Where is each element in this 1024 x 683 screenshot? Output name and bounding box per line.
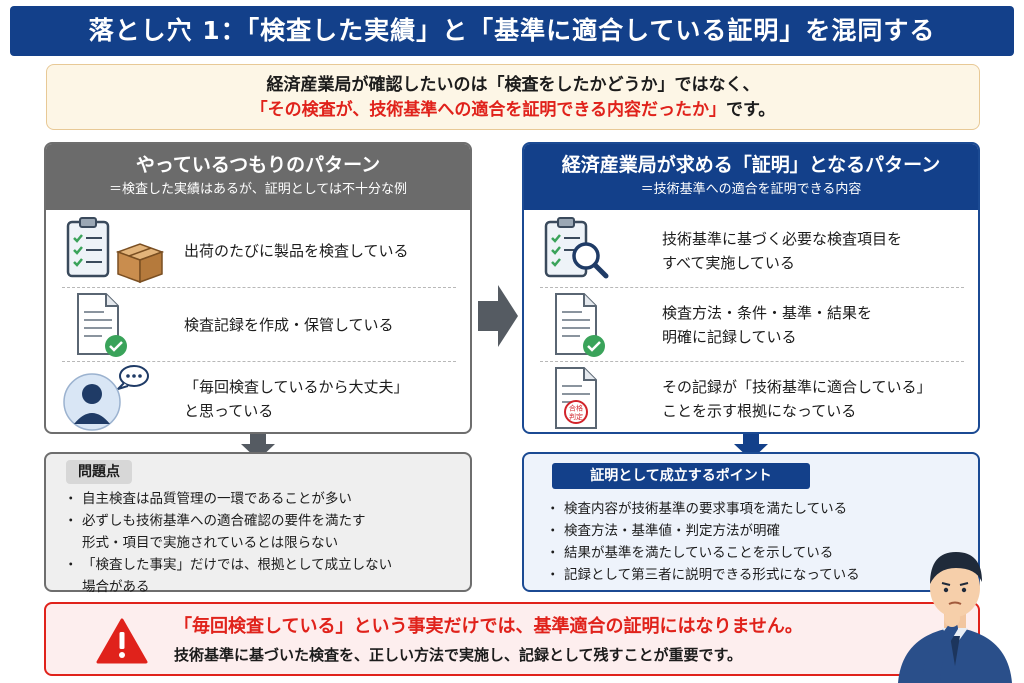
right-item-icons	[540, 290, 650, 360]
list-item: 場合がある	[82, 579, 150, 595]
clipboard-magnifier-icon	[544, 216, 609, 278]
left-item-text: 「毎回検査しているから大丈夫」 と思っている	[172, 375, 409, 423]
warning-headline: 「毎回検査している」という事実だけでは、基準適合の証明にはなりません。	[174, 616, 803, 637]
proof-points-list: 検査内容が技術基準の要求事項を満たしている 検査方法・基準値・判定方法が明確 結…	[546, 498, 860, 586]
left-item-overconfidence: 「毎回検査しているから大丈夫」 と思っている	[62, 362, 456, 432]
right-item-icons	[540, 216, 650, 286]
left-item-icons	[62, 216, 172, 286]
proof-points-label: 証明として成立するポイント	[552, 463, 810, 489]
left-pattern-panel: やっているつもりのパターン ＝検査した実績はあるが、証明としては不十分な例	[44, 142, 472, 434]
right-item-text: その記録が「技術基準に適合している」 ことを示す根拠になっている	[650, 375, 932, 423]
warning-box: 「毎回検査している」という事実だけでは、基準適合の証明にはなりません。 技術基準…	[44, 602, 980, 676]
list-item: 自主検査は品質管理の一環であることが多い	[64, 488, 392, 510]
right-item-all-items: 技術基準に基づく必要な検査項目を すべて実施している	[540, 214, 964, 288]
right-item-text-line1: 技術基準に基づく必要な検査項目を	[662, 229, 903, 248]
list-item: 「検査した事実」だけでは、根拠として成立しない	[64, 554, 392, 576]
down-arrow-icon	[241, 434, 275, 460]
page-title: 落とし穴 1：「検査した実績」と「基準に適合している証明」を混同する	[10, 6, 1014, 56]
right-item-text-line2: ことを示す根拠になっている	[662, 402, 857, 420]
intro-line2-tail: です。	[726, 100, 776, 120]
right-pattern-panel: 経済産業局が求める「証明」となるパターン ＝技術基準への適合を証明できる内容	[522, 142, 980, 434]
left-item-text-line2: と思っている	[184, 402, 274, 420]
list-item: 結果が基準を満たしていることを示している	[546, 542, 860, 564]
right-item-icons: 合格 判定	[540, 364, 650, 432]
list-item: 形式・項目で実施されているとは限らない	[82, 535, 339, 551]
warning-triangle-icon	[96, 618, 148, 664]
right-item-text-line1: その記録が「技術基準に適合している」	[662, 378, 932, 396]
down-arrow-icon	[734, 434, 768, 460]
right-panel-title: 経済産業局が求める「証明」となるパターン	[561, 154, 941, 176]
person-thinking-speech-icon	[63, 365, 149, 431]
left-item-icons	[62, 290, 172, 360]
warning-detail: 技術基準に基づいた検査を、正しい方法で実施し、記録として残すことが重要です。	[174, 646, 743, 664]
list-item: 記録として第三者に説明できる形式になっている	[546, 564, 860, 586]
right-item-text-line1: 検査方法・条件・基準・結果を	[662, 303, 873, 322]
right-panel-header: 経済産業局が求める「証明」となるパターン ＝技術基準への適合を証明できる内容	[524, 144, 978, 210]
document-check-icon	[77, 292, 127, 357]
stamp-text-2: 判定	[569, 412, 583, 421]
document-check-icon	[555, 292, 605, 357]
problems-label: 問題点	[66, 460, 132, 484]
right-item-text: 検査方法・条件・基準・結果を 明確に記録している	[650, 301, 872, 349]
left-item-text: 検査記録を作成・保管している	[184, 315, 394, 334]
left-item-icons	[62, 364, 172, 432]
left-panel-subtitle: ＝検査した実績はあるが、証明としては不十分な例	[108, 182, 408, 197]
list-item: 必ずしも技術基準への適合確認の要件を満たす	[64, 510, 392, 532]
problems-list: 自主検査は品質管理の一環であることが多い 必ずしも技術基準への適合確認の要件を満…	[64, 488, 392, 598]
left-item-text: 出荷のたびに製品を検査している	[184, 241, 409, 260]
list-item: 検査方法・基準値・判定方法が明確	[546, 520, 860, 542]
right-item-text-line2: すべて実施している	[662, 253, 795, 272]
right-panel-subtitle: ＝技術基準への適合を証明できる内容	[640, 182, 862, 197]
left-item-shipping-inspection: 出荷のたびに製品を検査している	[62, 214, 456, 288]
left-panel-title: やっているつもりのパターン	[135, 154, 381, 176]
list-item: 検査内容が技術基準の要求事項を満たしている	[546, 498, 860, 520]
left-item-text-line1: 「毎回検査しているから大丈夫」	[184, 378, 409, 396]
problems-box: 問題点 自主検査は品質管理の一環であることが多い 必ずしも技術基準への適合確認の…	[44, 452, 472, 595]
right-item-text-line2: 明確に記録している	[662, 327, 797, 346]
proof-points-box: 証明として成立するポイント 検査内容が技術基準の要求事項を満たしている 検査方法…	[522, 452, 980, 592]
intro-line2: 「その検査が、技術基準への適合を証明できる内容だったか」です。	[47, 97, 979, 123]
right-item-clear-records: 検査方法・条件・基準・結果を 明確に記録している	[540, 288, 964, 362]
intro-line2-red: 「その検査が、技術基準への適合を証明できる内容だったか」	[250, 100, 726, 120]
intro-line1: 経済産業局が確認したいのは「検査をしたかどうか」ではなく、	[266, 75, 760, 95]
left-panel-header: やっているつもりのパターン ＝検査した実績はあるが、証明としては不十分な例	[46, 144, 470, 210]
right-arrow-icon	[478, 285, 518, 347]
right-item-evidence: 合格 判定 その記録が「技術基準に適合している」 ことを示す根拠になっている	[540, 362, 964, 432]
clipboard-checklist-icon	[66, 216, 110, 277]
intro-box: 経済産業局が確認したいのは「検査をしたかどうか」ではなく、 「その検査が、技術基…	[46, 64, 980, 130]
right-item-text: 技術基準に基づく必要な検査項目を すべて実施している	[650, 227, 902, 275]
cardboard-box-icon	[115, 242, 165, 283]
stamp-text-1: 合格	[569, 404, 583, 413]
document-stamp-icon: 合格 判定	[555, 367, 597, 429]
left-item-record-keeping: 検査記録を作成・保管している	[62, 288, 456, 362]
thinking-man-illustration-icon	[898, 552, 1012, 683]
